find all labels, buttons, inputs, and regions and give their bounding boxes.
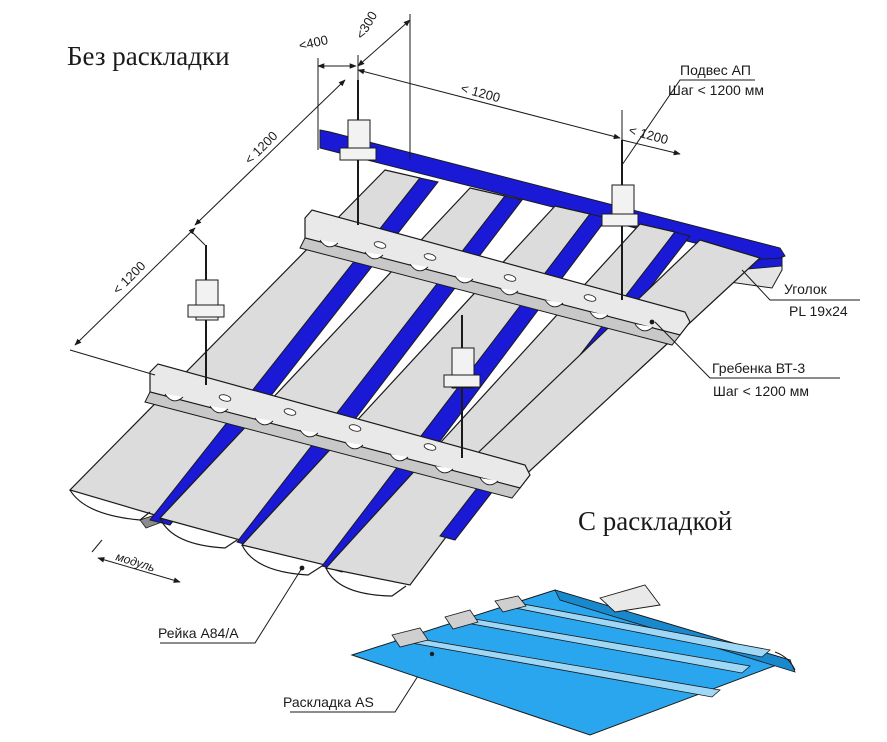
label-comb-step: Шаг < 1200 мм — [713, 383, 809, 399]
dim-module: модуль — [114, 549, 157, 574]
title-with-layout: С раскладкой — [578, 506, 732, 536]
label-angle-size: PL 19x24 — [789, 303, 848, 319]
label-angle-name: Уголок — [784, 281, 828, 297]
ceiling-with-insert — [350, 584, 796, 736]
dim-lt1200-right: < 1200 — [627, 122, 670, 147]
comb-carrier-upper — [299, 209, 691, 346]
label-hanger-name: Подвес АП — [680, 62, 751, 78]
label-rail-name: Рейка А84/А — [158, 625, 239, 641]
slat-ceiling-assembly — [68, 80, 786, 597]
label-comb-name: Гребенка ВТ-3 — [712, 360, 805, 376]
title-without-layout: Без раскладки — [67, 41, 230, 71]
label-hanger-step: Шаг < 1200 мм — [668, 82, 764, 98]
dim-lt1200-left-lower: < 1200 — [110, 258, 149, 297]
leader-lines — [160, 79, 860, 713]
comb-carrier-lower — [144, 363, 531, 499]
label-insert-name: Раскладка AS — [283, 694, 374, 710]
hanger — [443, 315, 481, 458]
hanger — [187, 245, 225, 385]
hanger — [601, 140, 639, 300]
dim-lt400: <400 — [298, 32, 330, 53]
dimension-lines — [69, 14, 681, 583]
dim-lt300: <300 — [353, 9, 381, 42]
